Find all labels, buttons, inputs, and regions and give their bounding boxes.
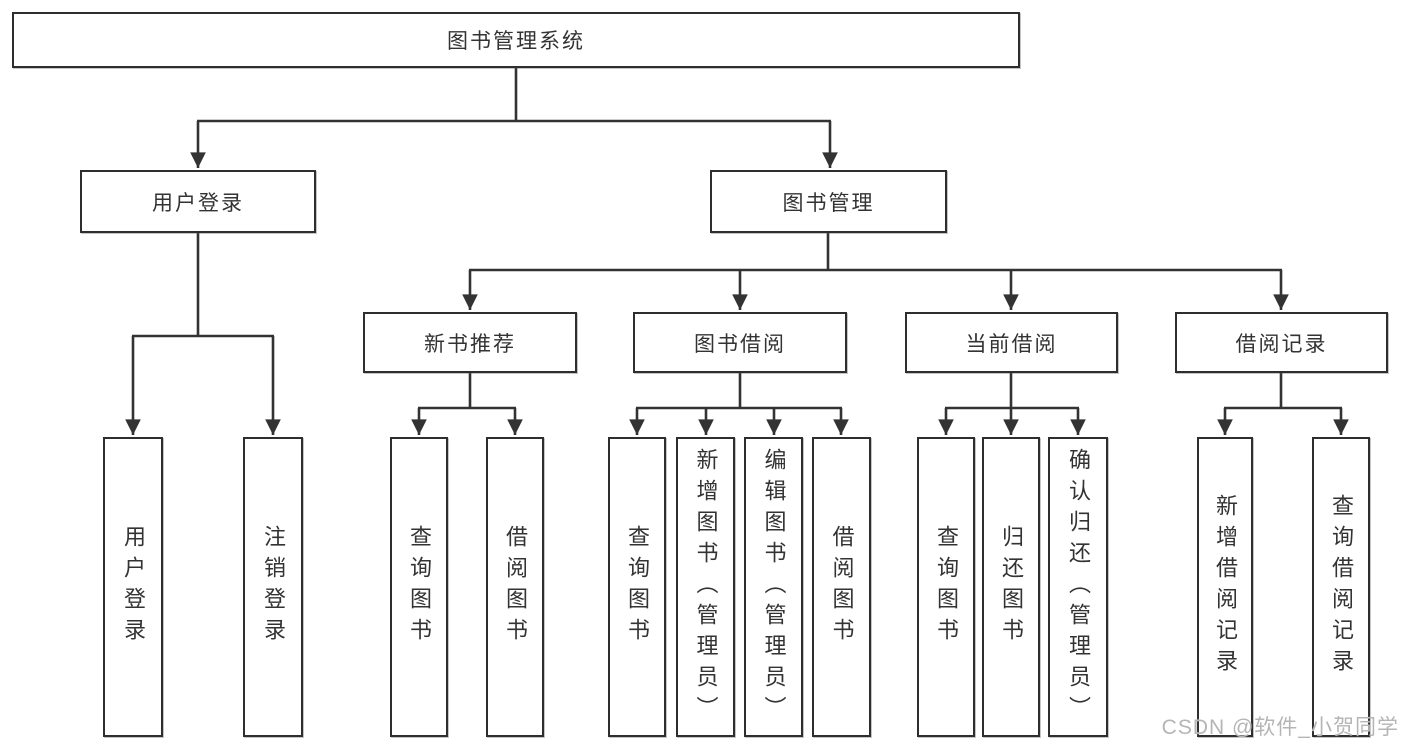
leaf-borrow-books: 借阅图书 (812, 437, 871, 737)
node-root-library-system: 图书管理系统 (12, 12, 1020, 68)
leaf-edit-book-admin: 编辑图书（管理员） (744, 437, 803, 737)
node-label: 新增借阅记录 (1213, 494, 1238, 680)
leaf-query-books-current: 查询图书 (917, 437, 975, 737)
leaf-query-borrow-record: 查询借阅记录 (1312, 437, 1370, 737)
node-new-book-recommend: 新书推荐 (363, 312, 577, 373)
leaf-borrow-books-recommend: 借阅图书 (486, 437, 544, 737)
node-label: 查询图书 (625, 525, 650, 649)
leaf-logout: 注销登录 (243, 437, 303, 737)
node-label: 查询图书 (407, 525, 432, 649)
node-label: 用户登录 (121, 525, 146, 649)
node-label: 用户登录 (152, 191, 244, 215)
node-label: 借阅图书 (503, 525, 528, 649)
leaf-query-books-recommend: 查询图书 (390, 437, 448, 737)
node-label: 当前借阅 (965, 332, 1058, 356)
node-label: 归还图书 (999, 525, 1024, 649)
node-user-login: 用户登录 (80, 170, 316, 233)
node-borrow-records: 借阅记录 (1175, 312, 1388, 373)
leaf-query-books-borrow: 查询图书 (608, 437, 666, 737)
csdn-watermark: CSDN @软件_小贺同学 (1161, 716, 1399, 739)
node-label: 新增图书（管理员） (693, 447, 719, 727)
node-label: 借阅记录 (1235, 332, 1328, 356)
node-label: 图书借阅 (694, 332, 786, 356)
leaf-confirm-return-admin: 确认归还（管理员） (1048, 437, 1108, 737)
node-label: 查询图书 (934, 525, 959, 649)
node-label: 确认归还（管理员） (1066, 447, 1091, 727)
leaf-return-books: 归还图书 (982, 437, 1040, 737)
leaf-add-book-admin: 新增图书（管理员） (676, 437, 735, 737)
node-book-borrow: 图书借阅 (633, 312, 847, 373)
node-label: 查询借阅记录 (1329, 494, 1354, 680)
node-label: 新书推荐 (424, 332, 516, 356)
node-label: 借阅图书 (829, 525, 855, 649)
node-book-management: 图书管理 (710, 170, 947, 233)
node-label: 编辑图书（管理员） (761, 447, 787, 727)
leaf-user-login: 用户登录 (103, 437, 163, 737)
leaf-add-borrow-record: 新增借阅记录 (1197, 437, 1253, 737)
node-label: 图书管理系统 (447, 30, 585, 53)
node-current-borrow: 当前借阅 (905, 312, 1118, 373)
node-label: 注销登录 (261, 525, 286, 649)
node-label: 图书管理 (782, 191, 875, 215)
